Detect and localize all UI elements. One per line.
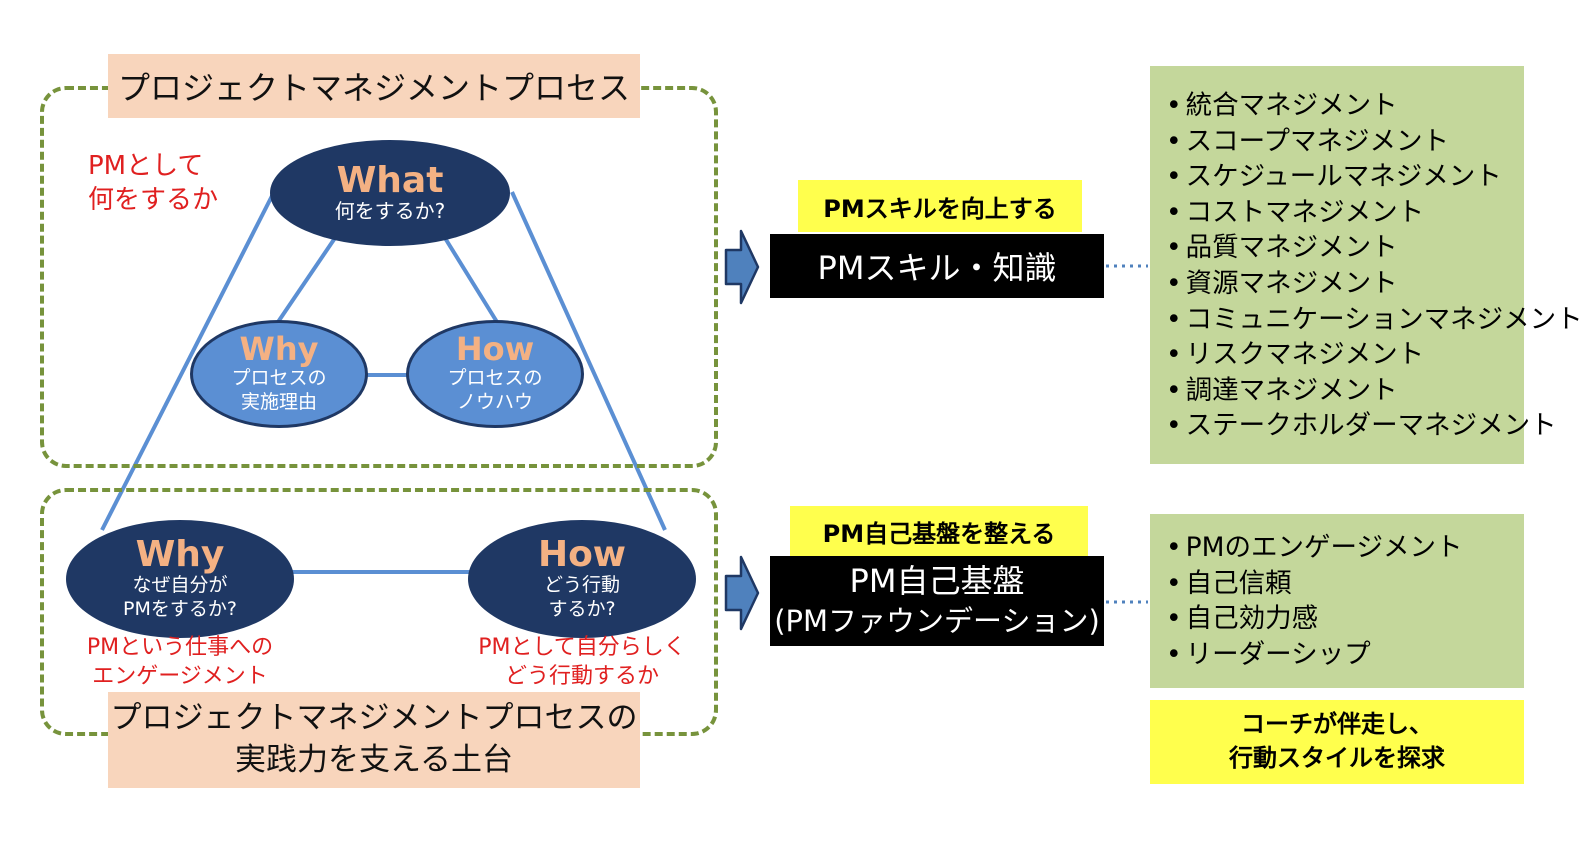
what-how-link [443, 236, 499, 324]
list-item: 品質マネジメント [1166, 230, 1524, 266]
list-item: 調達マネジメント [1166, 373, 1524, 409]
what-ellipse: What 何をするか? [270, 140, 510, 246]
foundation-how-subtext-1: どう行動 [543, 574, 620, 597]
foundation-how-ellipse: How どう行動 するか? [468, 520, 696, 638]
triangle-right-edge [510, 191, 667, 531]
process-title: プロジェクトマネジメントプロセス [108, 54, 640, 118]
foundation-label-box: PM自己基盤 (PMファウンデーション) [770, 556, 1104, 646]
skill-arrow-icon [724, 229, 760, 305]
foundation-tag: PM自己基盤を整える [790, 506, 1088, 556]
list-item: コミュニケーションマネジメント [1166, 302, 1583, 338]
process-how-ellipse: How プロセスの ノウハウ [406, 320, 584, 428]
triangle-left-edge [100, 189, 277, 531]
process-why-subtext-1: プロセスの [231, 367, 327, 390]
foundation-title: プロジェクトマネジメントプロセスの 実践力を支える土台 [108, 692, 640, 788]
list-item: 自己信頼 [1166, 566, 1524, 602]
list-item: スコープマネジメント [1166, 124, 1524, 160]
foundation-why-subtext-2: PMをするか? [123, 597, 237, 620]
foundation-why-subtext-1: なぜ自分が [132, 574, 228, 597]
list-item: リスクマネジメント [1166, 337, 1524, 373]
list-item: リーダーシップ [1166, 637, 1524, 673]
list-item: コストマネジメント [1166, 195, 1524, 231]
list-item: 自己効力感 [1166, 601, 1524, 637]
skill-tag: PMスキルを向上する [798, 180, 1082, 232]
foundation-how-heading: How [537, 534, 627, 576]
foundation-list-box: PMのエンゲージメント 自己信頼 自己効力感 リーダーシップ [1150, 514, 1524, 688]
foundation-why-heading: Why [135, 534, 225, 576]
foundation-how-note: PMとして自分らしく どう行動するか [478, 635, 686, 689]
process-how-heading: How [455, 330, 535, 369]
foundation-arrow-icon [724, 555, 760, 631]
what-heading: What [336, 159, 444, 201]
skill-label-box: PMスキル・知識 [770, 234, 1104, 298]
list-item: 統合マネジメント [1166, 88, 1524, 124]
process-why-subtext-2: 実施理由 [240, 390, 317, 413]
process-note: PMとして 何をするか [88, 151, 219, 215]
skill-list-box: 統合マネジメント スコープマネジメント スケジュールマネジメント コストマネジメ… [1150, 66, 1583, 464]
what-subtext: 何をするか? [334, 199, 446, 224]
process-how-subtext-2: ノウハウ [456, 390, 533, 413]
process-why-heading: Why [239, 330, 319, 369]
foundation-why-ellipse: Why なぜ自分が PMをするか? [66, 520, 294, 638]
what-why-link [276, 236, 337, 324]
list-item: 資源マネジメント [1166, 266, 1524, 302]
skill-list: 統合マネジメント スコープマネジメント スケジュールマネジメント コストマネジメ… [1166, 88, 1583, 444]
foundation-why-note: PMという仕事への エンゲージメント [86, 635, 274, 689]
list-item: PMのエンゲージメント [1166, 530, 1524, 566]
list-item: ステークホルダーマネジメント [1166, 408, 1557, 444]
foundation-how-subtext-2: するか? [548, 597, 616, 620]
process-why-ellipse: Why プロセスの 実施理由 [190, 320, 368, 428]
coach-box: コーチが伴走し、 行動スタイルを探求 [1150, 700, 1524, 784]
foundation-list: PMのエンゲージメント 自己信頼 自己効力感 リーダーシップ [1166, 530, 1524, 672]
list-item: スケジュールマネジメント [1166, 159, 1524, 195]
process-how-subtext-1: プロセスの [447, 367, 543, 390]
